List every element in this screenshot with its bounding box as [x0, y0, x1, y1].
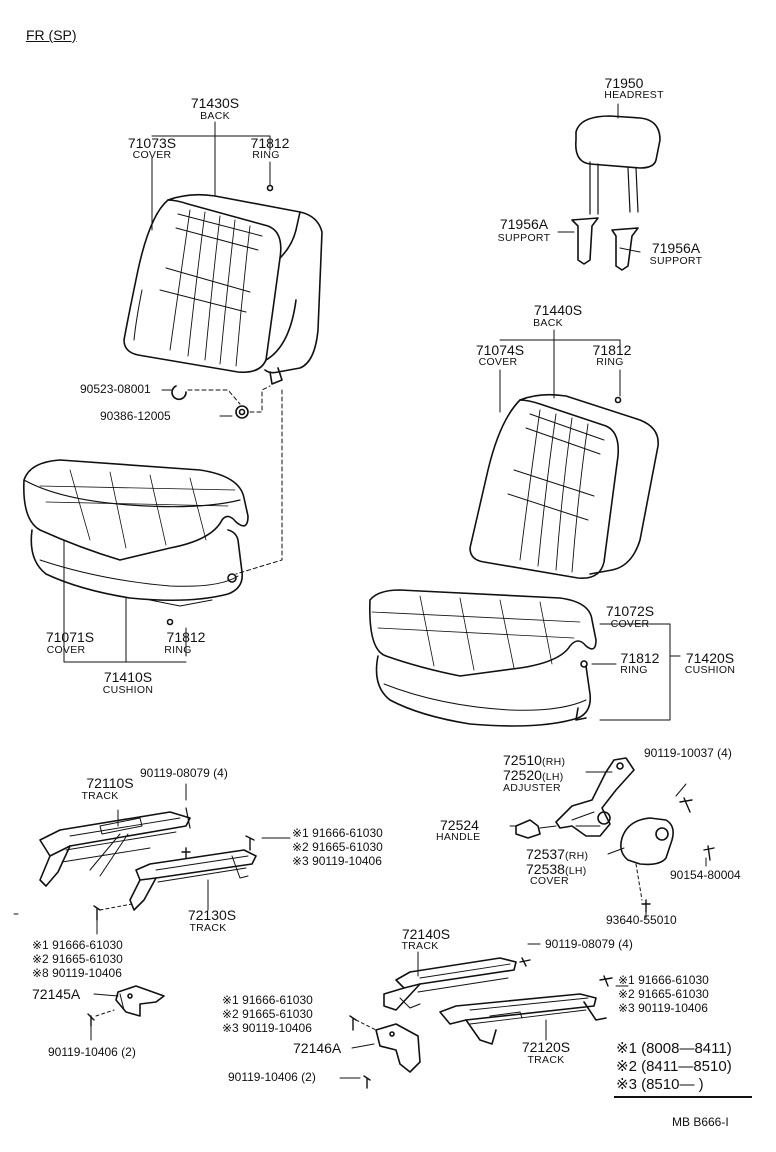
part-number-90119-10406-left: 90119-10406 (2) — [48, 1045, 136, 1059]
part-number-71812-cushion-right: 71812 — [620, 650, 660, 666]
part-name-cover-right: COVER — [478, 356, 518, 368]
part-number-71410s: 71410S — [103, 669, 153, 685]
part-number-72130s: 72130S — [187, 907, 237, 923]
part-name-ring-cushion-right: RING — [620, 664, 648, 676]
alt-part-group-4: ※1 91666-61030 ※2 91665-61030 ※3 90119-1… — [222, 993, 313, 1035]
diagram-header: FR (SP) — [26, 27, 77, 43]
hardware-left-back — [171, 385, 283, 575]
part-name-track-72140s: TRACK — [401, 940, 439, 952]
part-number-72110s: 72110S — [86, 775, 134, 791]
part-number-90119-08079-right: 90119-08079 (4) — [545, 937, 633, 951]
part-name-cushion-left: CUSHION — [102, 684, 154, 696]
part-number-71073s: 71073S — [127, 135, 177, 151]
part-name-headrest: HEADREST — [604, 89, 664, 101]
seat-cushion-left — [23, 459, 249, 626]
part-name-ring-cushion-left: RING — [164, 644, 192, 656]
bracket-72146a — [339, 1015, 421, 1089]
track-72110s — [39, 807, 191, 887]
legend-underline — [614, 1096, 752, 1098]
part-number-71812-cushion-left: 71812 — [166, 629, 206, 645]
diagram-code: MB B666-I — [672, 1115, 729, 1129]
part-number-72524: 72524 — [440, 817, 479, 833]
part-name-ring: RING — [252, 149, 280, 161]
part-number-72140s: 72140S — [401, 926, 451, 942]
headrest — [571, 115, 661, 271]
part-name-cushion-right: CUSHION — [684, 664, 736, 676]
alt-part-group-2: ※1 91666-61030 ※2 91665-61030 ※8 90119-1… — [32, 938, 123, 980]
part-number-71440s: 71440S — [533, 302, 583, 318]
part-number-72537-rh: 72537(RH) — [526, 846, 589, 862]
part-name-support-right: SUPPORT — [649, 255, 703, 267]
seat-back-left — [123, 184, 323, 385]
part-number-71950: 71950 — [604, 75, 644, 91]
part-name-cover-adjuster: COVER — [530, 875, 569, 887]
part-number-90523-08001: 90523-08001 — [80, 382, 151, 396]
part-number-71812: 71812 — [250, 135, 290, 151]
part-number-71812-right: 71812 — [592, 342, 632, 358]
part-name-support-left: SUPPORT — [497, 232, 551, 244]
part-number-72510-rh: 72510(RH) — [503, 752, 566, 768]
track-72130s — [129, 835, 257, 911]
part-number-90154-80004: 90154-80004 — [670, 868, 741, 882]
part-name-back: BACK — [200, 110, 230, 122]
part-name-track-72130s: TRACK — [189, 922, 227, 934]
part-number-71956a-right: 71956A — [651, 240, 701, 256]
part-name-track-72110s: TRACK — [81, 790, 119, 802]
part-number-90119-10037: 90119-10037 (4) — [644, 746, 732, 760]
seat-cushion-right — [369, 589, 597, 727]
part-number-71072s: 71072S — [605, 603, 655, 619]
part-name-track-72120s: TRACK — [527, 1054, 565, 1066]
part-number-93640-55010: 93640-55010 — [606, 913, 677, 927]
part-name-handle: HANDLE — [436, 831, 481, 843]
part-number-71430s: 71430S — [190, 95, 240, 111]
seat-back-right — [469, 393, 659, 579]
adjuster-assembly — [515, 757, 715, 913]
part-number-72520-lh: 72520(LH) — [503, 767, 564, 783]
alt-part-group-1: ※1 91666-61030 ※2 91665-61030 ※3 90119-1… — [292, 826, 383, 868]
part-number-72538-lh: 72538(LH) — [526, 861, 587, 877]
part-number-71074s: 71074S — [475, 342, 525, 358]
serial-range-legend: ※1 (8008—8411) ※2 (8411—8510) ※3 (8510— … — [616, 1040, 732, 1093]
track-72140s — [383, 957, 531, 1011]
part-name-adjuster: ADJUSTER — [503, 782, 561, 794]
part-number-71071s: 71071S — [45, 629, 95, 645]
alt-part-group-3: ※1 91666-61030 ※2 91665-61030 ※3 90119-1… — [618, 973, 709, 1015]
track-72120s — [439, 975, 613, 1045]
part-name-cover: COVER — [132, 149, 172, 161]
part-number-72145a: 72145A — [32, 986, 81, 1002]
part-number-71956a-left: 71956A — [499, 216, 549, 232]
part-number-90119-08079-left: 90119-08079 (4) — [140, 766, 228, 780]
part-number-72120s: 72120S — [521, 1039, 571, 1055]
part-name-cover-cushion-right: COVER — [610, 618, 650, 630]
part-number-71420s: 71420S — [685, 650, 735, 666]
leader-lines — [13, 103, 707, 1049]
bracket-72145a — [87, 985, 165, 1027]
part-name-ring-right: RING — [596, 356, 624, 368]
part-name-cover-cushion-left: COVER — [46, 644, 86, 656]
part-number-72146a: 72146A — [293, 1040, 342, 1056]
part-name-back-right: BACK — [533, 317, 563, 329]
part-number-90119-10406-bottom: 90119-10406 (2) — [228, 1070, 316, 1084]
part-number-90386-12005: 90386-12005 — [100, 409, 171, 423]
